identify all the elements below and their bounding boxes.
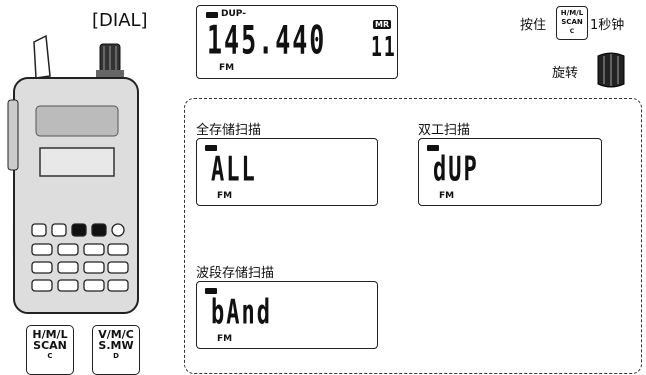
vmc-smw-key[interactable]: V/M/C S.MW D xyxy=(92,325,140,375)
radio-icon xyxy=(0,28,150,323)
key-label-sub: D xyxy=(113,352,119,360)
scan-modes-panel xyxy=(184,98,642,374)
segment-display: dUP xyxy=(433,151,479,190)
mode-indicator: FM xyxy=(439,191,455,201)
press-prefix: 按住 xyxy=(520,18,547,33)
key-label-top: H/M/L xyxy=(560,9,584,17)
key-label-mid: SCAN xyxy=(561,18,583,26)
dial-label: [DIAL] xyxy=(92,10,148,31)
key-label-mid: S.MW xyxy=(98,339,134,352)
lcd-dup: dUP FM xyxy=(418,138,602,206)
lcd-all: ALL FM xyxy=(196,138,378,206)
battery-icon xyxy=(206,12,218,18)
scan-label-band: 波段存储扫描 xyxy=(196,266,275,281)
key-label-sub: C xyxy=(47,352,53,360)
key-label-mid: SCAN xyxy=(33,339,67,352)
battery-icon xyxy=(205,288,217,294)
segment-display: bAnd xyxy=(211,294,272,333)
mode-indicator: FM xyxy=(217,191,233,201)
key-label-sub: C xyxy=(569,28,575,35)
mode-indicator: FM xyxy=(219,63,235,73)
dup-indicator: DUP- xyxy=(221,9,246,19)
scan-label-dup: 双工扫描 xyxy=(418,123,471,138)
frequency-display: 145.440 xyxy=(207,18,327,63)
lcd-band: bAnd FM xyxy=(196,281,378,349)
hml-scan-key[interactable]: H/M/L SCAN C xyxy=(26,325,74,375)
rotate-label: 旋转 xyxy=(552,66,579,81)
dial-knob-icon xyxy=(594,50,628,94)
scan-label-all: 全存储扫描 xyxy=(196,123,262,138)
channel-display: 11 xyxy=(371,31,397,64)
press-suffix: 1秒钟 xyxy=(590,18,625,33)
battery-icon xyxy=(427,145,439,151)
mr-badge: MR xyxy=(373,20,392,29)
key-label-top: H/M/L xyxy=(32,328,68,341)
key-label-top: V/M/C xyxy=(98,328,134,341)
mode-indicator: FM xyxy=(217,334,233,344)
battery-icon xyxy=(205,145,217,151)
hml-scan-key-icon: H/M/L SCAN C xyxy=(556,6,588,40)
main-lcd: DUP- 145.440 MR 11 FM xyxy=(196,5,398,79)
segment-display: ALL xyxy=(211,151,257,190)
